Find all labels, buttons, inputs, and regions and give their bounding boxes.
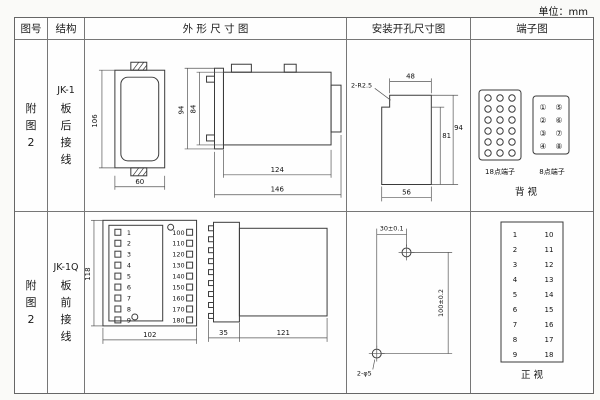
- row2-terminal-diagram: 1 2 3 4 5 6 7 8 9 10 11 12 13 14 15 16 1…: [500, 221, 564, 381]
- row2-outline-drawing: 1 2 3 4 5 6 7 8 9 100 110 120 130 140 15…: [85, 219, 328, 344]
- row1-install-cell: 2-R2.5 48 81 94 56: [347, 40, 471, 212]
- rear-view-label: 背 视: [515, 186, 538, 198]
- board-terminal-number: 100: [172, 229, 184, 237]
- terminal-number: ③: [539, 129, 546, 138]
- terminal-number: ②: [539, 116, 546, 125]
- terminal-number: 12: [545, 261, 554, 269]
- header-install-dims: 安装开孔尺寸图: [347, 18, 471, 40]
- terminal-number: ⑧: [555, 142, 562, 151]
- terminal-number: ⑤: [555, 103, 562, 112]
- board-terminal-number: 9: [127, 316, 131, 324]
- row2-fig-label: 附 图 2: [25, 279, 37, 326]
- row2-model: JK-1Q: [53, 261, 79, 273]
- terminal-number: 8: [513, 336, 517, 344]
- terminal-number: 17: [545, 336, 554, 344]
- board-terminal-number: 7: [127, 295, 131, 303]
- terminal-number: 7: [513, 321, 517, 329]
- row1-model: JK-1: [57, 84, 75, 96]
- dim-121-label: 121: [277, 329, 290, 337]
- dim-60-label: 60: [135, 177, 144, 185]
- row2-terminal-cell: 1 2 3 4 5 6 7 8 9 10 11 12 13 14 15 16 1…: [471, 212, 593, 393]
- terminal-number: 4: [513, 276, 518, 284]
- header-terminal-diagram: 端子图: [471, 18, 593, 40]
- dim-94-cutout-label: 94: [454, 123, 463, 131]
- row1-fig-cell: 附 图 2: [15, 40, 48, 212]
- terminal-number: 3: [513, 261, 517, 269]
- dim-102-label: 102: [143, 331, 156, 339]
- board-terminal-number: 8: [127, 305, 131, 313]
- row2-structure-label: JK-1Q 板 前 接 线: [53, 261, 79, 344]
- dim-118-label: 118: [85, 267, 92, 280]
- terminal-number: ⑦: [555, 129, 562, 138]
- terminal-number: 1: [513, 231, 517, 239]
- row2-install-cell: 30±0.1 100±0.2 2-φ5: [347, 212, 471, 393]
- board-terminal-number: 6: [127, 284, 131, 292]
- terminal-number: ⑥: [555, 116, 562, 125]
- dim-30-label: 30±0.1: [380, 225, 404, 233]
- row1-terminal-cell: ① ② ③ ④ ⑤ ⑥ ⑦ ⑧ 18点端子 8点端子 背 视: [471, 40, 593, 212]
- front-view-label: 正 视: [521, 369, 544, 381]
- terminal-number: 14: [545, 291, 554, 299]
- terminal-number: 18: [545, 351, 554, 359]
- row2-install-drawing: 30±0.1 100±0.2 2-φ5: [357, 225, 453, 377]
- board-terminal-number: 120: [172, 251, 184, 259]
- radius-note-label: 2-R2.5: [351, 81, 372, 89]
- dim-48-label: 48: [406, 72, 415, 80]
- terminal-number: ①: [539, 103, 546, 112]
- board-terminal-number: 2: [127, 240, 131, 248]
- dim-56-label: 56: [402, 188, 411, 196]
- board-terminal-number: 160: [172, 295, 184, 303]
- holes-note-label: 2-φ5: [357, 369, 372, 377]
- header-fig-no: 图号: [15, 18, 48, 40]
- board-terminal-number: 140: [172, 273, 184, 281]
- dim-124-label: 124: [271, 165, 285, 173]
- terminal-number: 16: [545, 321, 554, 329]
- board-terminal-number: 4: [127, 262, 131, 270]
- terminal-number: ④: [539, 142, 546, 151]
- dim-146-label: 146: [271, 185, 284, 193]
- dim-106-label: 106: [91, 114, 99, 127]
- row1-outline-cell: 106 60 94 84 124 146: [85, 40, 347, 212]
- header-structure: 结构: [48, 18, 85, 40]
- row1-install-drawing: 2-R2.5 48 81 94 56: [351, 72, 464, 201]
- row1-outline-drawing: 106 60 94 84 124 146: [91, 61, 342, 198]
- terminal-number: 6: [513, 306, 518, 314]
- dim-35-label: 35: [219, 329, 228, 337]
- terminal-number: 15: [545, 306, 554, 314]
- dim-94-label: 94: [178, 105, 186, 114]
- dimension-table: 图号 结构 外 形 尺 寸 图 安装开孔尺寸图 端子图 附 图 2 JK-1 板…: [14, 17, 594, 394]
- terminal-number: 11: [545, 246, 554, 254]
- board-terminal-number: 150: [172, 284, 184, 292]
- board-terminal-number: 1: [127, 229, 131, 237]
- row1-structure-cell: JK-1 板 后 接 线: [48, 40, 85, 212]
- row1-structure-label: JK-1 板 后 接 线: [57, 84, 75, 167]
- row1-terminal-diagram: ① ② ③ ④ ⑤ ⑥ ⑦ ⑧ 18点端子 8点端子 背 视: [478, 89, 570, 198]
- board-terminal-number: 110: [172, 240, 184, 248]
- board-terminal-number: 170: [172, 305, 184, 313]
- board-terminal-number: 180: [172, 316, 184, 324]
- terminal-number: 10: [545, 231, 554, 239]
- board-terminal-number: 5: [127, 273, 131, 281]
- terminal-number: 9: [513, 351, 517, 359]
- terminal-number: 2: [513, 246, 517, 254]
- terminal-number: 13: [545, 276, 554, 284]
- header-outline-dims: 外 形 尺 寸 图: [85, 18, 347, 40]
- row2-outline-cell: 1 2 3 4 5 6 7 8 9 100 110 120 130 140 15…: [85, 212, 347, 393]
- dim-81-label: 81: [442, 131, 451, 139]
- board-terminal-number: 130: [172, 262, 184, 270]
- dim-84-label: 84: [190, 104, 198, 113]
- unit-label: 单位：mm: [538, 7, 588, 18]
- dim-100-label: 100±0.2: [437, 289, 445, 317]
- row2-fig-cell: 附 图 2: [15, 212, 48, 393]
- terminal-18pt-label: 18点端子: [485, 167, 515, 176]
- terminal-number: 5: [513, 291, 517, 299]
- row1-fig-label: 附 图 2: [25, 102, 37, 149]
- row2-structure-cell: JK-1Q 板 前 接 线: [48, 212, 85, 393]
- terminal-8pt-label: 8点端子: [539, 167, 564, 176]
- board-terminal-number: 3: [127, 251, 131, 259]
